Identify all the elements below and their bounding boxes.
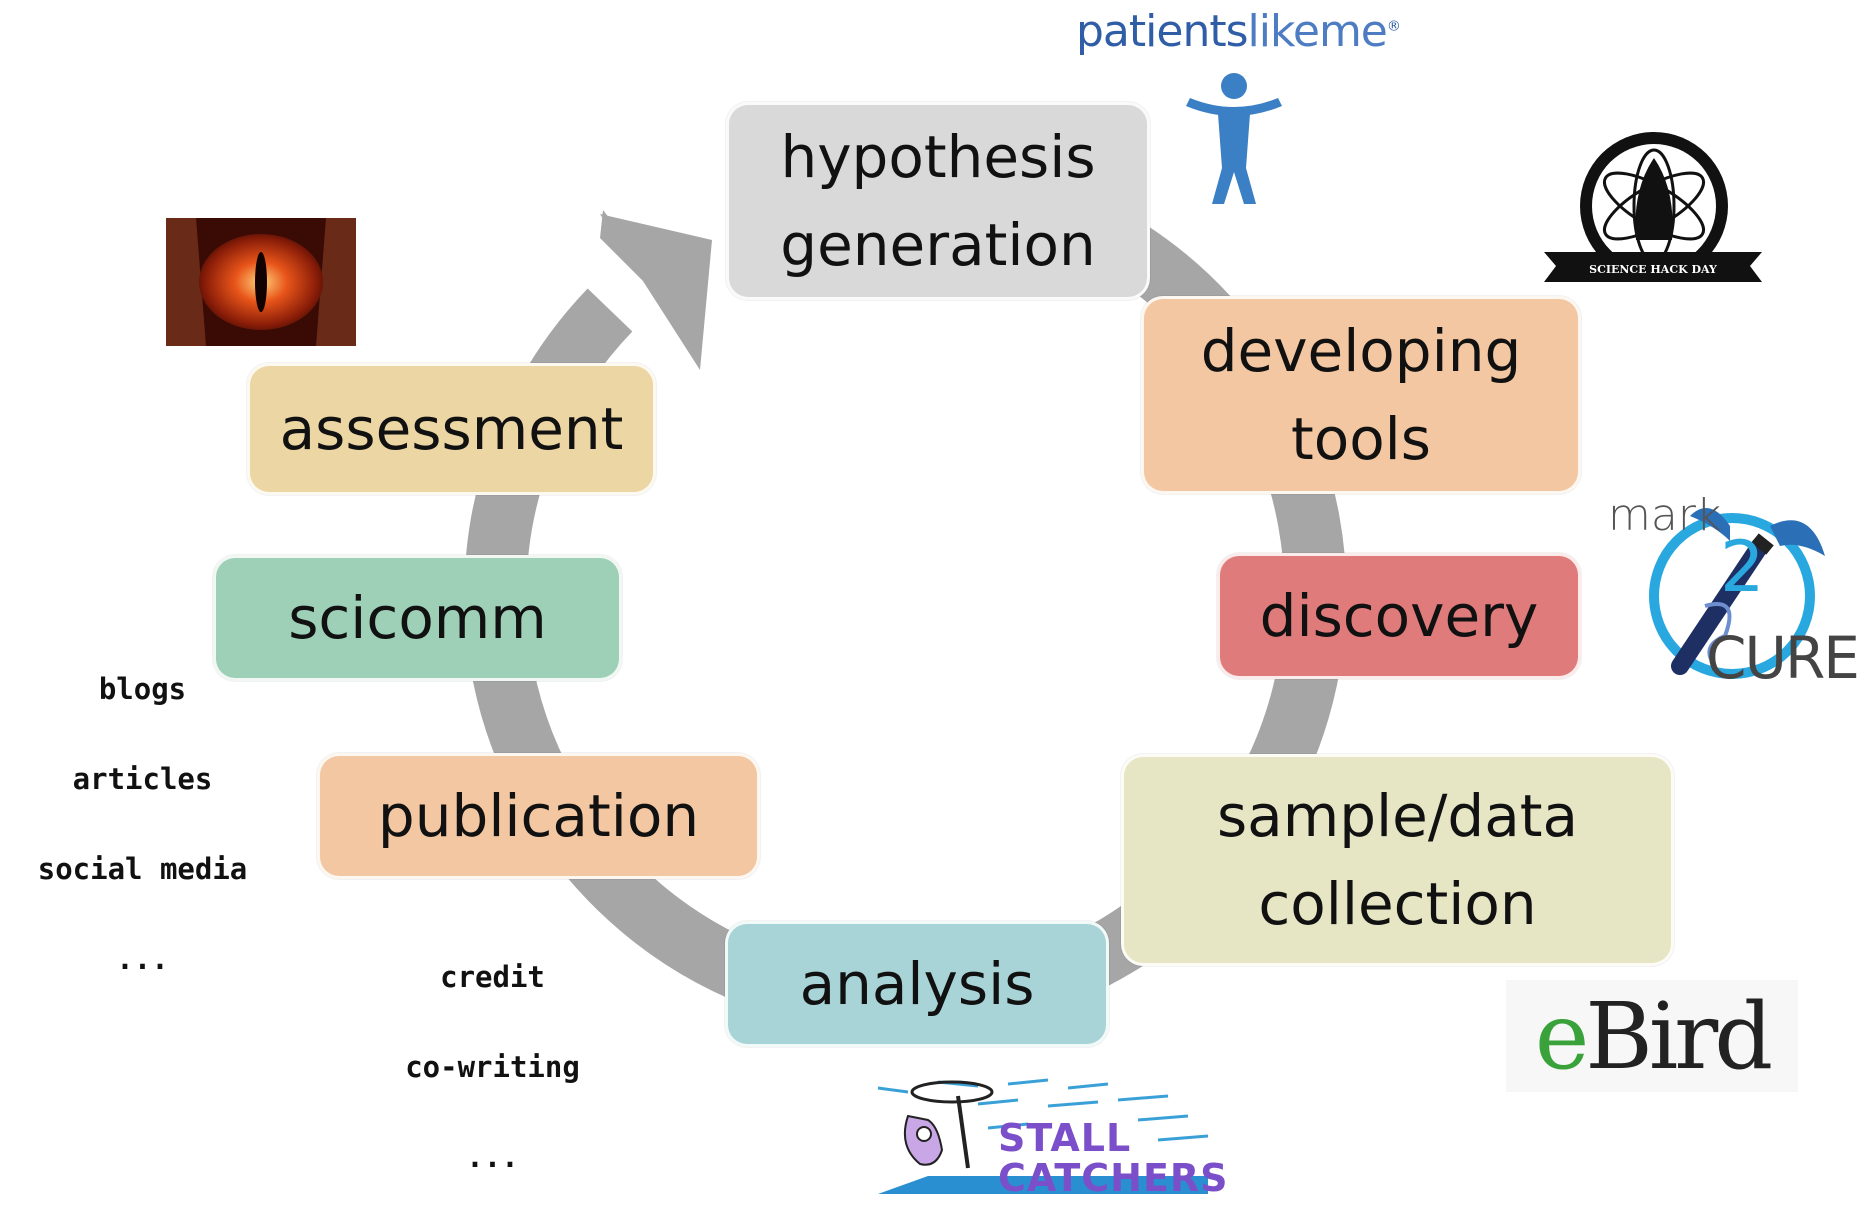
stage-label: hypothesis generation xyxy=(780,123,1096,279)
note-line: ... xyxy=(116,942,169,976)
note-line: co-writing xyxy=(405,1050,580,1084)
stage-label: scicomm xyxy=(288,584,547,652)
mark2cure-logo: mark 2 CURE xyxy=(1600,486,1858,698)
streaks-icon xyxy=(877,1078,1209,1194)
scicomm-notes: blogs articles social media ... xyxy=(0,622,285,1027)
logo-text: Bird xyxy=(1585,982,1773,1090)
note-line: blogs xyxy=(98,672,187,706)
logo-text: CATCHERS xyxy=(998,1156,1229,1200)
logo-text: patients xyxy=(1076,6,1249,57)
logo-text: CURE xyxy=(1706,624,1858,692)
logo-text: SCIENCE HACK DAY xyxy=(1589,263,1717,276)
stage-label: analysis xyxy=(799,950,1035,1018)
registered-mark: ® xyxy=(1386,18,1401,35)
stage-label: sample/data collection xyxy=(1216,782,1579,938)
person-icon xyxy=(1186,73,1282,204)
note-line: ... xyxy=(466,1140,519,1174)
note-line: social media xyxy=(37,852,248,886)
stage-label: developing tools xyxy=(1200,317,1522,473)
stage-analysis: analysis xyxy=(725,921,1109,1047)
note-line: articles xyxy=(72,762,213,796)
caduceus-pen-icon xyxy=(1649,508,1825,679)
cycle-arrowhead-main xyxy=(600,214,712,370)
science-hack-day-logo: SCIENCE HACK DAY xyxy=(1544,132,1762,282)
publication-notes: credit co-writing ... xyxy=(370,910,615,1225)
stage-discovery: discovery xyxy=(1217,553,1581,679)
logo-text: mark xyxy=(1608,490,1722,541)
logo-text: e xyxy=(1534,982,1589,1090)
stage-sample-data-collection: sample/data collection xyxy=(1121,754,1674,966)
stage-publication: publication xyxy=(317,753,760,879)
logo-text: 2 xyxy=(1720,526,1765,608)
stage-label: publication xyxy=(377,782,700,850)
stage-scicomm: scicomm xyxy=(213,555,622,681)
logo-text: STALL xyxy=(998,1116,1132,1160)
stall-catchers-logo: STALL CATCHERS xyxy=(868,1076,1228,1201)
stage-label: assessment xyxy=(279,395,624,463)
note-line: credit xyxy=(440,960,545,994)
stage-label: discovery xyxy=(1259,582,1539,650)
eye-of-sauron-image xyxy=(166,218,356,346)
patientslikeme-logo: patientslikeme® xyxy=(1076,6,1406,206)
stage-developing-tools: developing tools xyxy=(1141,296,1581,494)
stage-hypothesis-generation: hypothesis generation xyxy=(726,102,1150,300)
logo-text: likeme xyxy=(1247,6,1388,57)
stage-assessment: assessment xyxy=(247,363,656,495)
